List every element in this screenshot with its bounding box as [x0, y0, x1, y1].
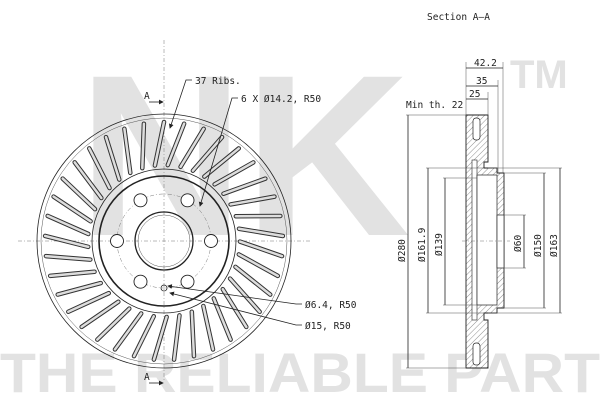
rib-fill [96, 307, 131, 341]
section-title: Section A–A [427, 12, 490, 23]
rib-fill [228, 277, 261, 314]
rib-fill [46, 214, 90, 236]
dim-150: Ø150 [533, 234, 544, 257]
disc-outer-edge [36, 113, 292, 369]
watermark-tagline: THE RELIABLE PART [0, 341, 600, 400]
rib-fill [191, 135, 224, 172]
rib-fill [229, 195, 276, 206]
hat-groove [471, 159, 478, 321]
rib-fill [56, 281, 102, 296]
hole-leader [169, 291, 302, 326]
rib-fill [166, 122, 186, 167]
watermark-tm: TM [510, 53, 568, 97]
dim-35: 35 [476, 76, 487, 87]
ribs [42, 119, 286, 362]
dim-163: Ø163 [549, 234, 560, 257]
rib-fill [43, 234, 90, 249]
rib-fill [237, 227, 285, 238]
rib-fill [52, 195, 92, 223]
rib-fill [153, 120, 166, 167]
rib-fill [44, 254, 92, 261]
section-view: Section A–A 42.2 35 25 Min th. 22 Ø280 Ø… [397, 12, 562, 369]
rib-fill [104, 135, 121, 181]
rib-fill [67, 291, 110, 313]
rib-fill [234, 265, 272, 296]
bolt-hole [133, 274, 148, 289]
bolt-hole [133, 193, 148, 208]
bolt-hole [204, 234, 218, 248]
rib-fill [172, 314, 181, 361]
section-mark-top: A [144, 91, 150, 102]
rib-fill [179, 127, 205, 169]
rib-fill [48, 270, 96, 278]
front-view: A A 37 Ribs. 6 X Ø14.2, R50 Ø6.4, R50 Ø1… [18, 40, 357, 386]
disc-outer-chamfer [40, 117, 288, 365]
rib-fill [238, 240, 284, 258]
rib-fill [88, 147, 111, 190]
hat-outer-edge [98, 175, 230, 307]
vent-slot-top [472, 117, 481, 141]
small-hole [160, 284, 168, 292]
rib-fill [141, 122, 146, 170]
dim-139: Ø139 [434, 233, 445, 256]
rib-fill [113, 312, 143, 351]
rib-fill [237, 253, 280, 278]
dim-42-2: 42.2 [474, 58, 497, 69]
rib-fill [213, 161, 255, 186]
small-hole-leader [167, 284, 302, 305]
rib-fill [222, 177, 267, 195]
rib-fill [132, 315, 156, 358]
dim-60: Ø60 [513, 235, 524, 252]
ribs-label: 37 Ribs. [195, 76, 241, 87]
rib-fill [61, 177, 97, 211]
dim-161-9: Ø161.9 [417, 227, 428, 262]
rib-fill [123, 127, 132, 175]
bolt-hole [180, 274, 195, 289]
vent-slot-bottom [472, 342, 481, 366]
rib-fill [221, 287, 248, 329]
rib-fill [80, 300, 120, 329]
center-bore-section [496, 214, 505, 269]
rib-fill [152, 315, 168, 361]
hole-label: Ø15, R50 [305, 321, 351, 332]
min-thickness: Min th. 22 [406, 100, 463, 111]
rib-inner-edge [91, 168, 237, 314]
rib-fill [190, 310, 196, 358]
dim-280: Ø280 [397, 239, 408, 262]
bolt-holes-label: 6 X Ø14.2, R50 [241, 94, 321, 105]
center-bore [134, 211, 194, 271]
rib-fill [73, 161, 103, 200]
bolt-hole [110, 234, 124, 248]
bolt-holes-leader [198, 97, 238, 207]
bolt-holes [110, 193, 218, 289]
rib-fill [202, 304, 215, 351]
hat-inner [476, 174, 498, 306]
center-bore-inner [137, 214, 191, 268]
ribs-leader [168, 79, 192, 129]
rib-fill [212, 297, 232, 341]
dim-25: 25 [469, 89, 480, 100]
bolt-hole [180, 193, 195, 208]
section-mark-bottom: A [144, 372, 150, 383]
small-hole-label: Ø6.4, R50 [305, 300, 357, 311]
